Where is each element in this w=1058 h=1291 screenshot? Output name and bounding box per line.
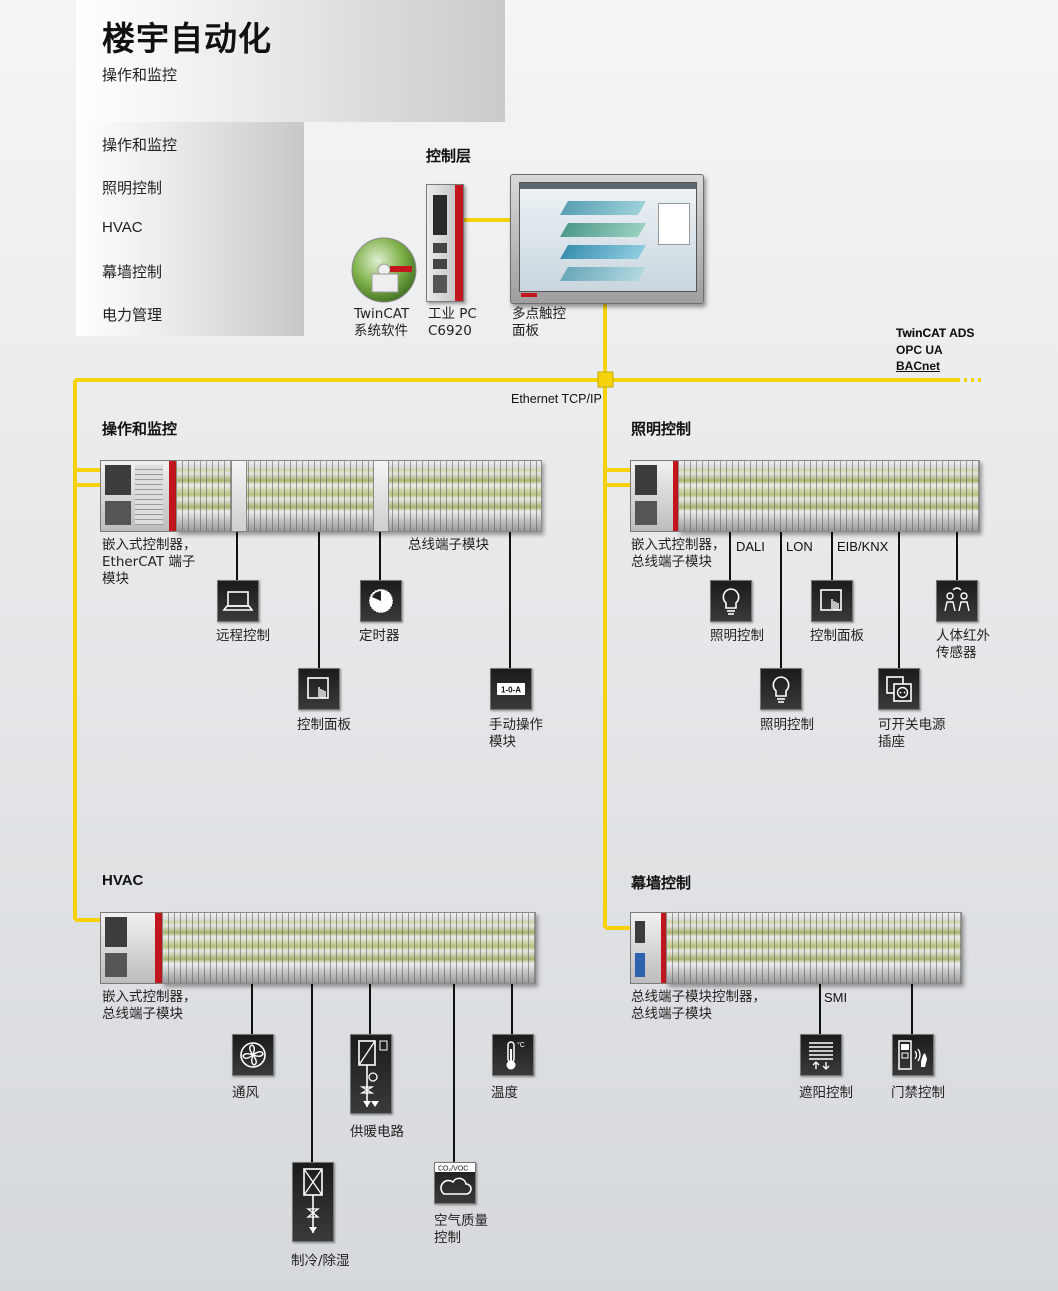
nav-item-facade[interactable]: 幕墙控制: [102, 263, 163, 281]
network-switch-node: [597, 371, 614, 388]
remote-control-label: 远程控制: [216, 628, 270, 644]
thermometer-icon: °C: [492, 1034, 534, 1076]
operation-bus-label: 总线端子模块: [408, 537, 489, 553]
hvac-section-title: HVAC: [102, 872, 144, 889]
laptop-icon: [217, 580, 259, 622]
opc-ua-logo: OPC UA: [896, 343, 943, 357]
header-panel: [76, 0, 505, 122]
air-quality-icon: CO₂/VOC: [434, 1162, 476, 1204]
device-drop-lines: [236, 530, 958, 1162]
lighting-label-1: 照明控制: [710, 628, 764, 644]
dali-tag: DALI: [736, 539, 765, 554]
lighting-bus-terminals: [678, 460, 980, 532]
bulb-icon: [710, 580, 752, 622]
manual-switch-text: 1-0-A: [501, 686, 521, 695]
lon-tag: LON: [786, 539, 813, 554]
touch-panel-icon: [811, 580, 853, 622]
protocol-bacnet: BACnet: [896, 359, 940, 373]
ethernet-bus-lines: [73, 218, 960, 930]
facade-controller-label: 总线端子模块控制器， 总线端子模块: [631, 989, 766, 1022]
hvac-embedded-controller: [100, 912, 164, 984]
network-label: Ethernet TCP/IP: [511, 392, 602, 406]
switchable-socket-label: 可开关电源 插座: [878, 717, 946, 750]
lighting-controller-label: 嵌入式控制器， 总线端子模块: [631, 537, 726, 570]
manual-switch-icon: 1-0-A: [490, 668, 532, 710]
shading-label: 遮阳控制: [799, 1085, 853, 1101]
nav-item-hvac[interactable]: HVAC: [102, 219, 143, 236]
air-quality-label: 空气质量 控制: [434, 1213, 488, 1246]
page-title: 楼宇自动化: [102, 19, 272, 58]
presence-sensor-label: 人体红外 传感器: [936, 628, 990, 661]
smi-tag: SMI: [824, 990, 848, 1005]
twincat-label: TwinCAT 系统软件: [354, 306, 410, 339]
heating-icon: [350, 1034, 392, 1114]
protocol-twincat-ads: TwinCAT ADS: [896, 326, 975, 340]
timer-label: 定时器: [359, 628, 400, 644]
shading-icon: [800, 1034, 842, 1076]
touch-panel-icon: [298, 668, 340, 710]
thermometer-unit-text: °C: [517, 1041, 525, 1049]
presence-sensor-icon: [936, 580, 978, 622]
access-control-label: 门禁控制: [891, 1085, 945, 1101]
nav-item-operation[interactable]: 操作和监控: [102, 136, 178, 154]
cooling-icon: [292, 1162, 334, 1242]
facade-section-title: 幕墙控制: [631, 874, 692, 892]
access-control-icon: [892, 1034, 934, 1076]
hvac-bus-terminals: [162, 912, 536, 984]
manual-module-label: 手动操作 模块: [489, 717, 543, 750]
bulb-icon: [760, 668, 802, 710]
ventilation-label: 通风: [232, 1085, 259, 1101]
air-quality-text: CO₂/VOC: [438, 1166, 468, 1173]
nav-panel: [76, 122, 304, 336]
heating-circuit-label: 供暖电路: [350, 1124, 404, 1140]
lighting-section-title: 照明控制: [631, 420, 692, 438]
operation-section-title: 操作和监控: [102, 420, 178, 438]
operation-coupler-1: [231, 460, 247, 532]
twincat-ads-logo: TwinCAT ADS: [896, 326, 974, 340]
control-panel-label: 控制面板: [297, 717, 351, 733]
operation-coupler-2: [373, 460, 389, 532]
facade-bus-terminals: [666, 912, 962, 984]
nav-item-power[interactable]: 电力管理: [102, 306, 163, 324]
multitouch-panel-image: [510, 174, 704, 304]
hvac-controller-label: 嵌入式控制器， 总线端子模块: [102, 989, 197, 1022]
socket-icon: [878, 668, 920, 710]
operation-controller-label: 嵌入式控制器， EtherCAT 端子 模块: [102, 537, 197, 587]
protocol-opc-ua: OPC UA: [896, 343, 943, 357]
lighting-control-panel-label: 控制面板: [810, 628, 864, 644]
facade-bus-coupler: [630, 912, 668, 984]
lighting-label-2: 照明控制: [760, 717, 814, 733]
eib-knx-tag: EIB/KNX: [837, 539, 889, 554]
page-subtitle: 操作和监控: [102, 66, 178, 84]
temperature-label: 温度: [491, 1085, 518, 1101]
ipc-label: 工业 PC C6920: [428, 306, 477, 339]
operation-embedded-controller: [100, 460, 178, 532]
cooling-label: 制冷/除湿: [291, 1253, 350, 1269]
twincat-disc-icon: [350, 236, 418, 304]
industrial-pc-image: [426, 184, 464, 302]
panel-label: 多点触控 面板: [512, 306, 566, 339]
bacnet-logo: BACnet: [896, 359, 940, 373]
nav-item-lighting[interactable]: 照明控制: [102, 179, 163, 197]
fan-icon: [232, 1034, 274, 1076]
timer-icon: [360, 580, 402, 622]
control-layer-title: 控制层: [426, 147, 472, 165]
lighting-embedded-controller: [630, 460, 680, 532]
